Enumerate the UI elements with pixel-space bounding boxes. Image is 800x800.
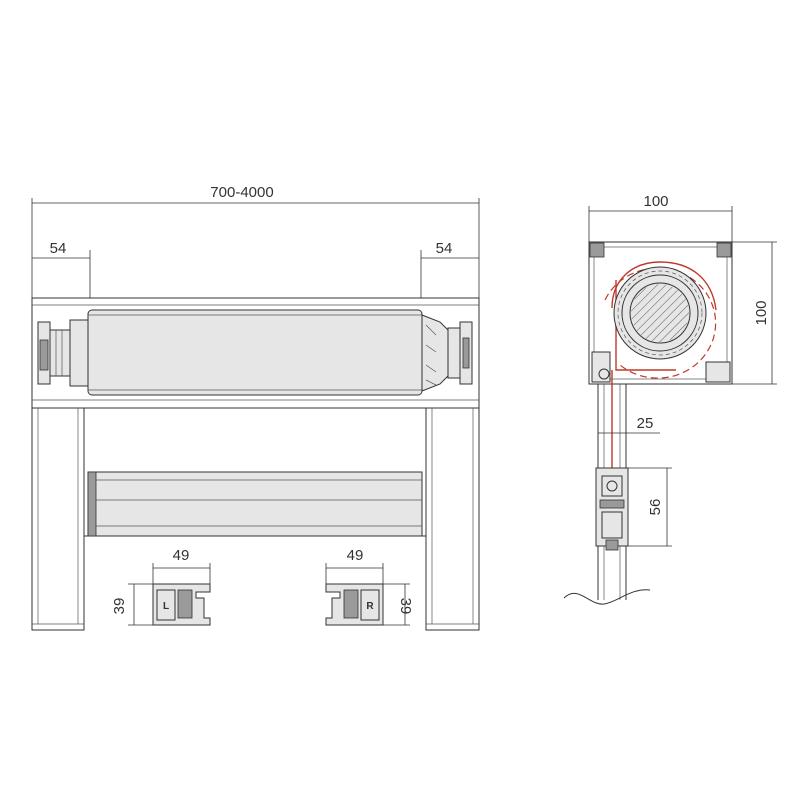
left-guide-rail [31,407,85,631]
guide-height-label: 56 [647,499,664,516]
bottom-bar [87,471,423,537]
left-guide-section: 49 39 L [111,547,211,626]
right-guide-letter: R [366,601,374,612]
box-width-label: 100 [643,193,668,210]
width-range-label: 700-4000 [210,184,273,201]
front-view: 700-4000 54 54 [31,184,480,631]
right-guide-width-label: 49 [347,547,364,564]
left-guide-letter: L [163,601,169,612]
box-height-label: 100 [753,300,770,325]
right-guide-section: 49 39 R [325,547,414,626]
left-guide-height-label: 39 [111,598,128,615]
guide-width-label: 25 [637,415,654,432]
side-section: 100 100 [563,193,777,605]
right-guide-rail [425,407,480,631]
roller-tube [87,309,423,396]
right-guide-height-label: 39 [397,598,414,615]
left-offset-label: 54 [50,240,67,257]
end-cap-right [421,314,473,392]
right-offset-label: 54 [436,240,453,257]
box-section [588,241,733,385]
left-guide-width-label: 49 [173,547,190,564]
motor-left [37,319,89,387]
